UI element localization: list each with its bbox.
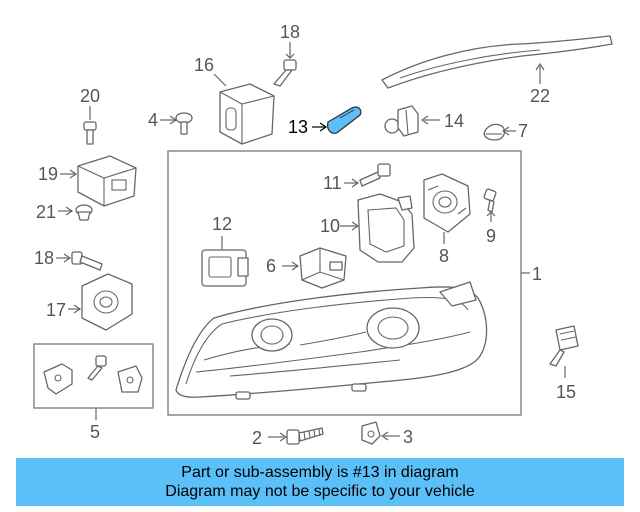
callout-22[interactable]: 22: [530, 86, 550, 106]
screw-part-11[interactable]: [359, 163, 391, 187]
callout-6[interactable]: 6: [266, 256, 276, 276]
frame-part-10[interactable]: [357, 193, 415, 263]
callout-2[interactable]: 2: [252, 428, 262, 448]
cap-part-7[interactable]: [483, 123, 506, 141]
socket-part-14[interactable]: [384, 105, 419, 137]
trim-strip-part-22[interactable]: [381, 35, 613, 89]
module-part-19[interactable]: [77, 155, 137, 207]
callout-13[interactable]: 13: [288, 117, 308, 137]
callout-1[interactable]: 1: [532, 264, 542, 284]
callout-18-top[interactable]: 18: [280, 22, 300, 42]
screw-part-4[interactable]: [175, 112, 193, 135]
screw-part-9[interactable]: [483, 188, 497, 213]
clip-part-3[interactable]: [361, 421, 381, 445]
ballast-part-12[interactable]: [201, 249, 249, 287]
callout-4[interactable]: 4: [148, 110, 158, 130]
info-banner: Part or sub-assembly is #13 in diagram D…: [16, 458, 624, 506]
callout-11[interactable]: 11: [323, 173, 342, 193]
leveling-motor-part-6[interactable]: [299, 247, 347, 289]
callout-12[interactable]: 12: [212, 214, 232, 234]
callout-10[interactable]: 10: [320, 216, 340, 236]
bracket-kit-box: [33, 343, 154, 409]
callout-15[interactable]: 15: [556, 382, 576, 402]
callout-8[interactable]: 8: [439, 246, 449, 266]
module-part-17[interactable]: [81, 273, 133, 331]
clip-part-21[interactable]: [75, 204, 93, 221]
callout-19[interactable]: 19: [38, 164, 58, 184]
screw-part-18-top[interactable]: [273, 59, 297, 87]
screw-part-18-left[interactable]: [71, 251, 103, 271]
bracket-kit-part-5[interactable]: [43, 355, 143, 395]
callout-17[interactable]: 17: [46, 300, 66, 320]
control-module-part-16[interactable]: [219, 83, 275, 145]
callout-5[interactable]: 5: [90, 422, 100, 442]
banner-line-2: Diagram may not be specific to your vehi…: [165, 483, 475, 500]
headlamp-assembly[interactable]: [175, 281, 488, 400]
module-part-8[interactable]: [423, 173, 471, 233]
banner-line-1: Part or sub-assembly is #13 in diagram: [181, 464, 459, 481]
callout-20[interactable]: 20: [80, 86, 100, 106]
callout-16[interactable]: 16: [194, 55, 214, 75]
headlamp-frame: [167, 150, 522, 416]
callout-21[interactable]: 21: [36, 202, 56, 222]
parts-diagram: 1 2 3 5 6: [33, 22, 613, 448]
callout-3[interactable]: 3: [403, 427, 413, 447]
bulb-part-15[interactable]: [549, 325, 579, 367]
callout-18-left[interactable]: 18: [34, 248, 54, 268]
screw-part-20[interactable]: [83, 121, 97, 145]
bulb-part-13-highlighted[interactable]: [327, 106, 362, 135]
callout-14[interactable]: 14: [444, 111, 464, 131]
callout-7[interactable]: 7: [518, 121, 528, 141]
callout-9[interactable]: 9: [486, 226, 496, 246]
screw-part-2[interactable]: [286, 427, 324, 445]
